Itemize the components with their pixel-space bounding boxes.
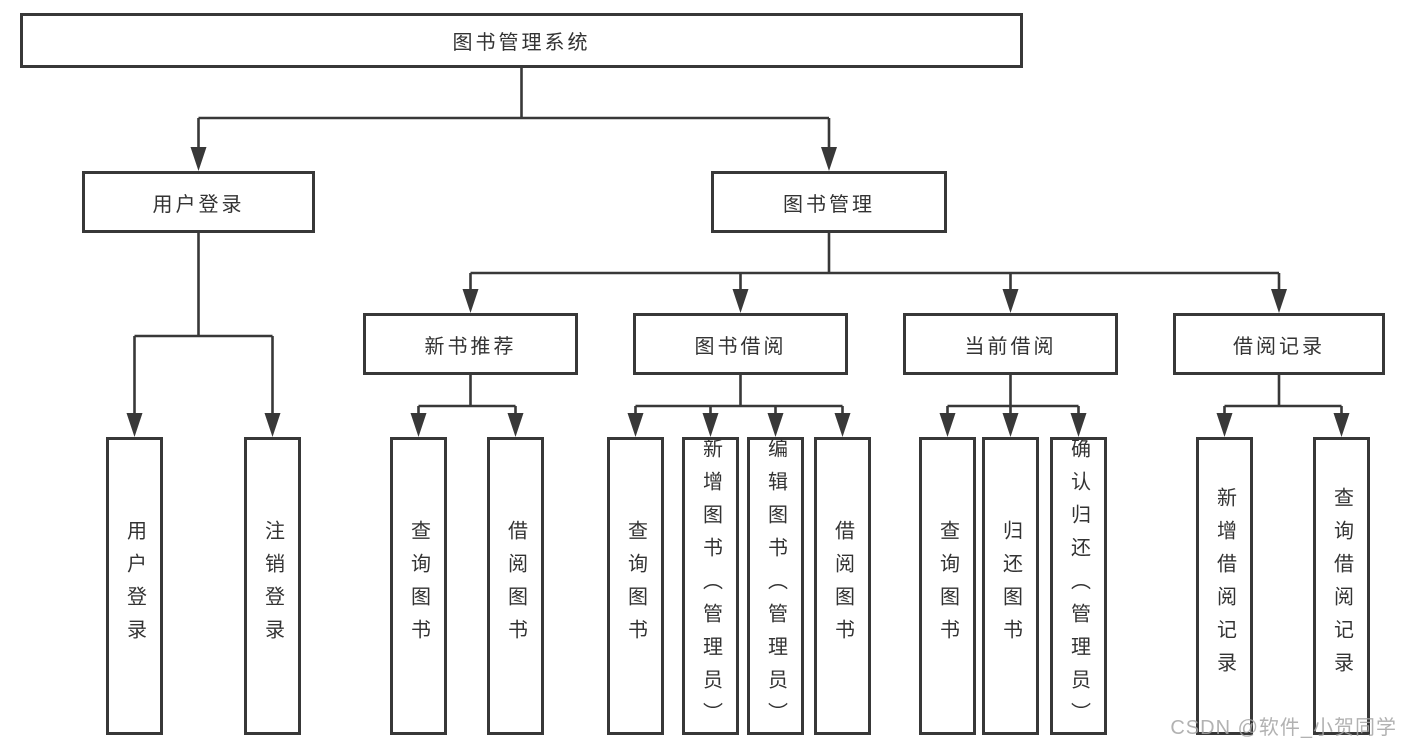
leaf-query-books-borrowing: 查询图书 bbox=[607, 437, 664, 735]
node-label: 用户登录 bbox=[152, 193, 245, 216]
node-label: 注销登录 bbox=[261, 520, 284, 652]
node-new-book-recommend: 新书推荐 bbox=[363, 313, 578, 375]
node-label: 查询图书 bbox=[624, 520, 647, 652]
node-book-management: 图书管理 bbox=[711, 171, 947, 233]
node-label: 查询图书 bbox=[407, 520, 430, 652]
leaf-logout-login: 注销登录 bbox=[244, 437, 301, 735]
leaf-borrow-books: 借阅图书 bbox=[814, 437, 871, 735]
node-label: 图书管理 bbox=[783, 193, 875, 216]
leaf-user-login: 用户登录 bbox=[106, 437, 163, 735]
node-label: 当前借阅 bbox=[964, 335, 1057, 358]
node-user-login: 用户登录 bbox=[82, 171, 315, 233]
node-borrowing-records: 借阅记录 bbox=[1173, 313, 1385, 375]
leaf-query-books-recommend: 查询图书 bbox=[390, 437, 447, 735]
leaf-query-books-current: 查询图书 bbox=[919, 437, 976, 735]
leaf-confirm-return-admin: 确认归还（管理员） bbox=[1050, 437, 1107, 735]
leaf-edit-books-admin: 编辑图书（管理员） bbox=[747, 437, 804, 735]
leaf-add-books-admin: 新增图书（管理员） bbox=[682, 437, 739, 735]
node-current-borrowing: 当前借阅 bbox=[903, 313, 1118, 375]
node-label: 查询借阅记录 bbox=[1330, 487, 1353, 685]
node-label: 确认归还（管理员） bbox=[1067, 437, 1090, 735]
node-label: 新增借阅记录 bbox=[1213, 487, 1236, 685]
node-book-borrowing: 图书借阅 bbox=[633, 313, 848, 375]
node-label: 新增图书（管理员） bbox=[699, 437, 722, 735]
node-library-management-system: 图书管理系统 bbox=[20, 13, 1023, 68]
leaf-borrow-books-recommend: 借阅图书 bbox=[487, 437, 544, 735]
csdn-watermark: CSDN @软件_小贺同学 bbox=[1170, 717, 1397, 739]
node-label: 编辑图书（管理员） bbox=[764, 437, 787, 735]
leaf-query-borrow-record: 查询借阅记录 bbox=[1313, 437, 1370, 735]
node-label: 用户登录 bbox=[123, 520, 146, 652]
node-label: 借阅图书 bbox=[831, 520, 854, 652]
leaf-return-books: 归还图书 bbox=[982, 437, 1039, 735]
node-label: 新书推荐 bbox=[424, 335, 517, 358]
node-label: 图书借阅 bbox=[694, 335, 787, 358]
node-label: 借阅图书 bbox=[504, 520, 527, 652]
node-label: 借阅记录 bbox=[1233, 335, 1325, 358]
node-label: 图书管理系统 bbox=[452, 32, 591, 54]
node-label: 归还图书 bbox=[999, 520, 1022, 652]
node-label: 查询图书 bbox=[936, 520, 959, 652]
leaf-add-borrow-record: 新增借阅记录 bbox=[1196, 437, 1253, 735]
